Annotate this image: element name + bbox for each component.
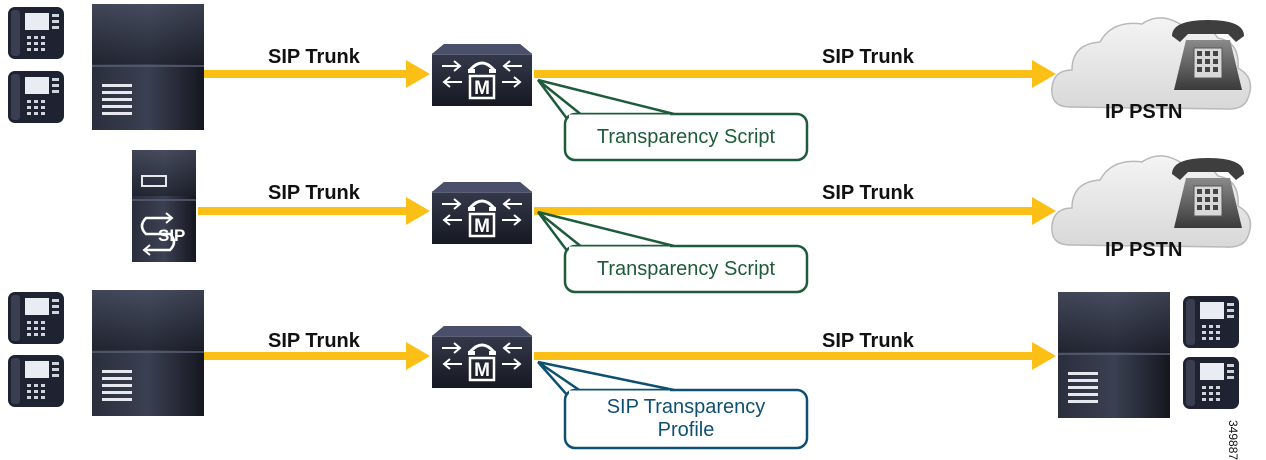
cube-router-icon [430, 42, 534, 108]
left-trunk-arrow [204, 342, 430, 370]
call-manager-server-icon [91, 3, 205, 131]
figure-id: 349887 [1226, 420, 1240, 460]
sip-server-icon [132, 150, 196, 262]
sip-trunk-label: SIP Trunk [822, 182, 914, 204]
left-trunk-arrow [204, 60, 430, 88]
right-trunk-arrow [534, 342, 1056, 370]
callout-sip-transparency-profile: SIP Transparency Profile [565, 396, 807, 442]
cube-router-icon [430, 180, 534, 246]
sip-trunk-label: SIP Trunk [268, 330, 360, 352]
callout-transparency-script: Transparency Script [596, 258, 776, 280]
ip-phone-icon [1183, 357, 1239, 409]
cloud-icon [1051, 155, 1252, 248]
sip-trunk-label: SIP Trunk [268, 46, 360, 68]
sip-icon-text: SIP [158, 226, 186, 245]
ip-phone-icon [8, 355, 64, 407]
callout [537, 360, 809, 450]
ip-phone-icon [8, 7, 64, 59]
callout [537, 78, 809, 162]
callout-transparency-script: Transparency Script [596, 126, 776, 148]
sip-trunk-label: SIP Trunk [822, 330, 914, 352]
sip-trunk-label: SIP Trunk [268, 182, 360, 204]
callout-line-1: SIP Transparency [606, 396, 766, 418]
left-trunk-arrow [198, 197, 430, 225]
ip-pstn-label: IP PSTN [1105, 101, 1183, 123]
ip-phone-icon [8, 71, 64, 123]
ip-pstn-label: IP PSTN [1105, 239, 1183, 261]
right-trunk-arrow [534, 197, 1056, 225]
callout [537, 210, 809, 294]
cloud-icon [1051, 17, 1252, 110]
callout-line-2: Profile [657, 419, 715, 441]
call-manager-server-icon [1057, 291, 1171, 419]
row-3 [8, 289, 1239, 450]
right-trunk-arrow [534, 60, 1056, 88]
cube-router-icon [430, 324, 534, 390]
call-manager-server-icon [91, 289, 205, 417]
row-1 [8, 3, 1252, 162]
ip-phone-icon [8, 292, 64, 344]
row-2 [132, 150, 1252, 294]
ip-phone-icon [1183, 296, 1239, 348]
sip-trunk-label: SIP Trunk [822, 46, 914, 68]
